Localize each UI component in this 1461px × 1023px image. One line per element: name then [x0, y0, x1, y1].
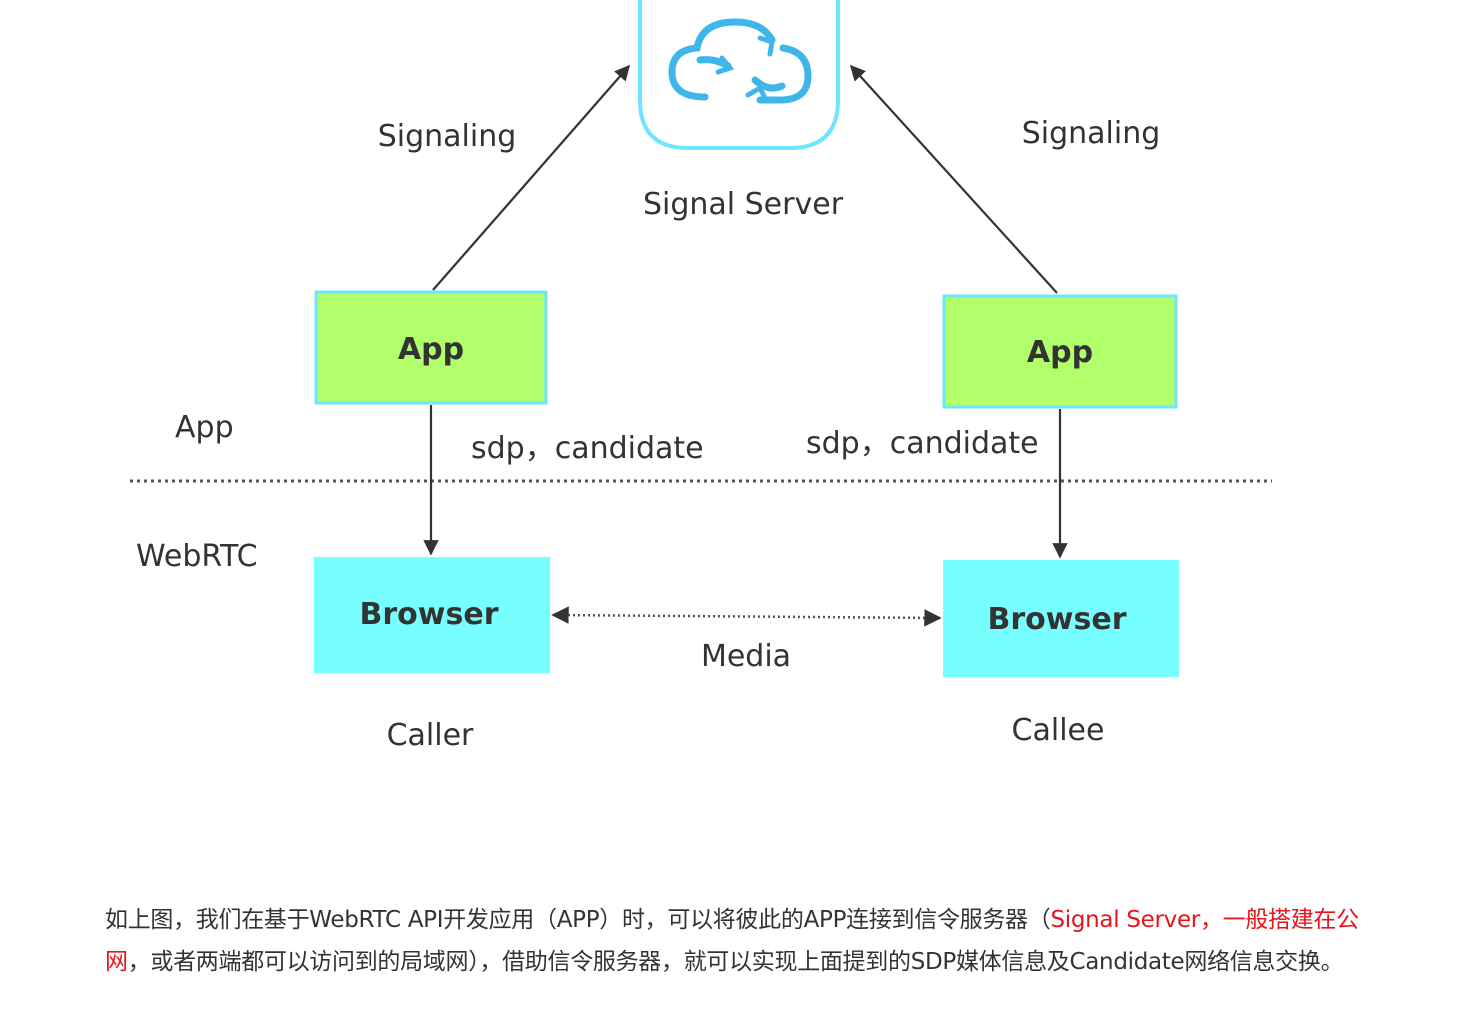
signaling-label-right: Signaling	[1022, 116, 1161, 151]
layer-label-app: App	[175, 410, 234, 445]
app-box-right	[942, 294, 1178, 409]
signaling-label-left: Signaling	[378, 119, 517, 154]
browser-box-right	[943, 560, 1179, 677]
media-arrow	[551, 606, 942, 627]
app-box-left-label: App	[398, 332, 464, 367]
sdp-label-right: sdp，candidate	[806, 426, 1039, 461]
sdp-label-left: sdp，candidate	[471, 431, 704, 466]
caption-text-part2: ，或者两端都可以访问到的局域网），借助信令服务器，就可以实现上面提到的SDP媒体…	[127, 949, 1344, 975]
signal-server-label: Signal Server	[643, 187, 844, 222]
media-label: Media	[701, 639, 791, 674]
signaling-arrow-left	[432, 64, 631, 291]
caption-text-part1: 如上图，我们在基于WebRTC API开发应用（APP）时，可以将彼此的APP连…	[105, 907, 1051, 933]
signaling-arrow-right	[849, 64, 1058, 294]
caption-paragraph: 如上图，我们在基于WebRTC API开发应用（APP）时，可以将彼此的APP连…	[105, 899, 1375, 983]
layer-label-webrtc: WebRTC	[136, 539, 258, 574]
webrtc-signaling-diagram: Signal Server Signaling Signaling App Ap…	[130, 0, 1272, 753]
caller-label: Caller	[387, 718, 474, 753]
signal-server-node	[638, 0, 840, 150]
browser-box-right-label: Browser	[988, 602, 1127, 637]
callee-label: Callee	[1012, 713, 1105, 748]
browser-box-left	[314, 557, 550, 673]
app-box-right-label: App	[1027, 335, 1093, 370]
cloud-sync-icon	[668, 18, 812, 104]
app-box-left	[314, 290, 548, 405]
browser-box-left-label: Browser	[360, 597, 499, 632]
caption-highlight: Signal Server，一般搭建在公网	[105, 907, 1359, 975]
